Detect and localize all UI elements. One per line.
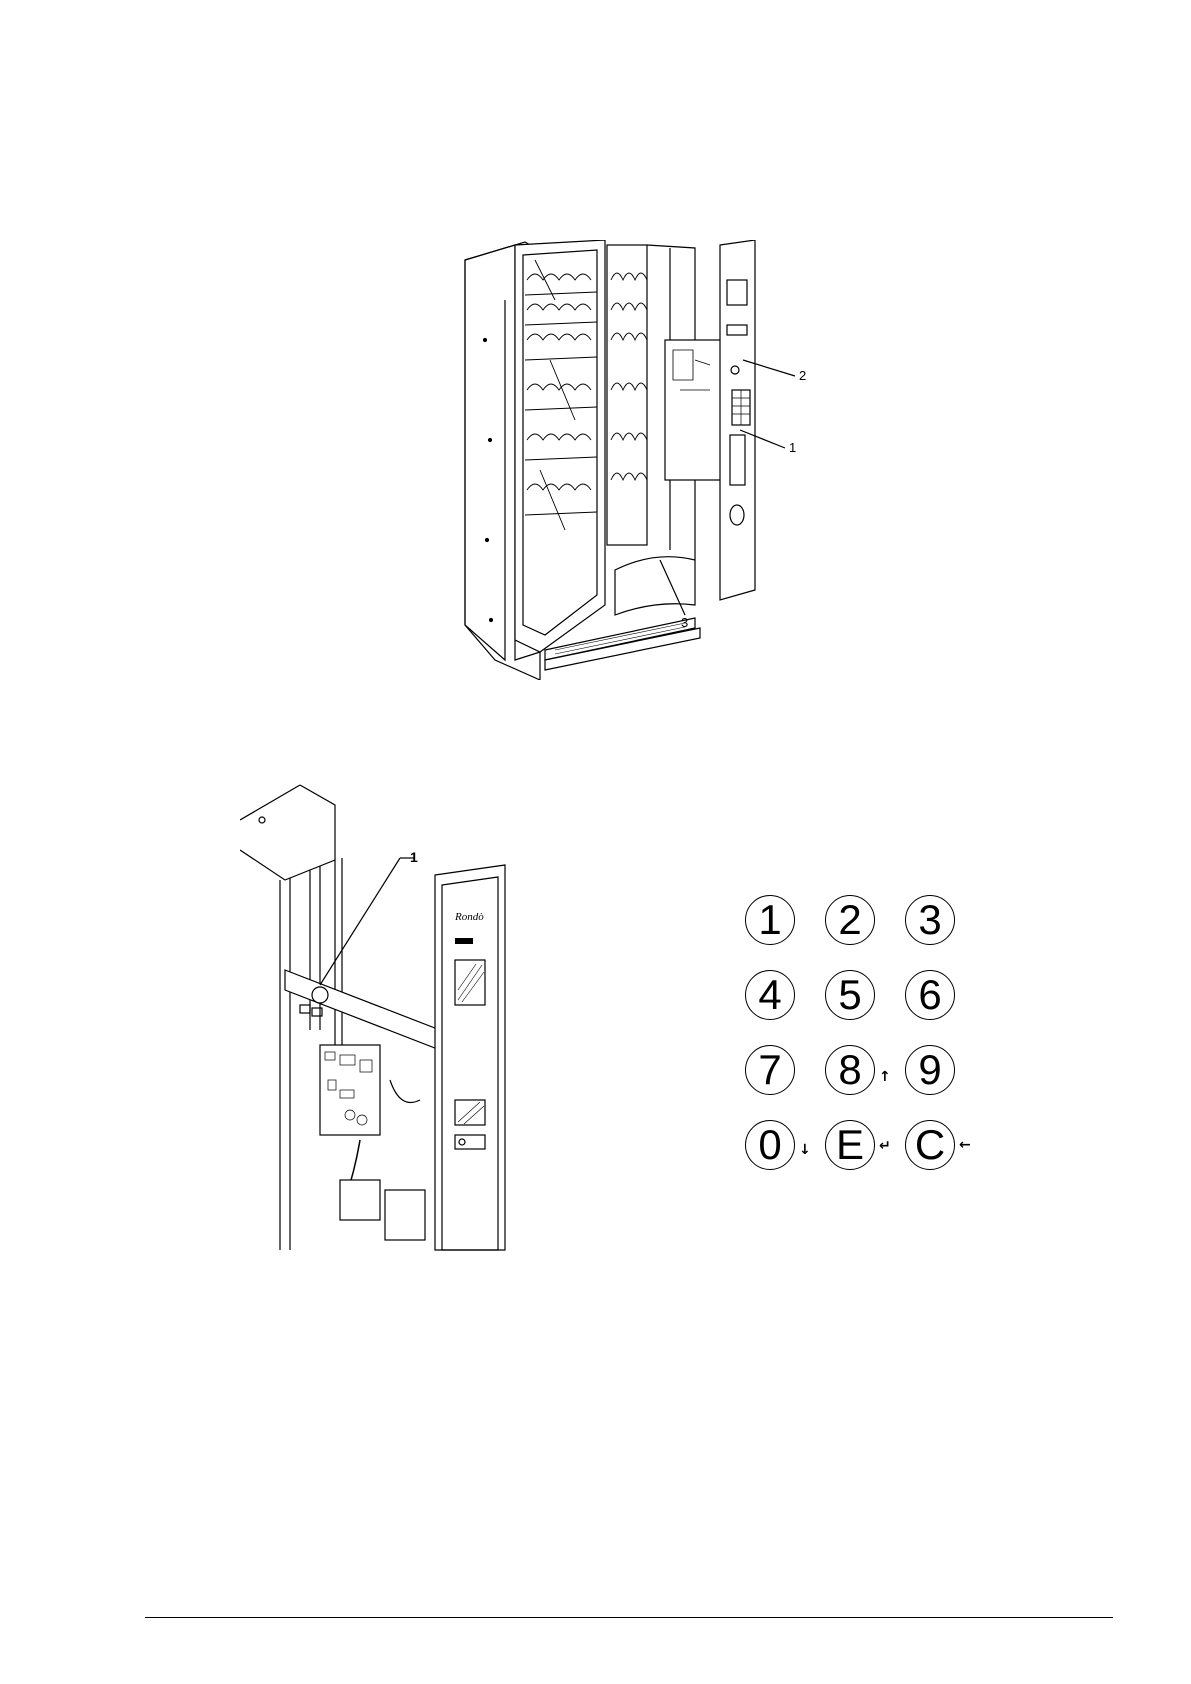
key-1[interactable]: 1 [745, 895, 795, 945]
key-6[interactable]: 6 [905, 970, 955, 1020]
callout-1: 1 [789, 440, 796, 455]
key-7[interactable]: 7 [745, 1045, 795, 1095]
up-arrow-icon: ↑ [879, 1070, 891, 1084]
left-arrow-icon: ← [959, 1138, 971, 1152]
callout-2: 2 [799, 368, 806, 383]
footer-divider [145, 1617, 1113, 1618]
key-5[interactable]: 5 [825, 970, 875, 1020]
vending-machine-open-illustration: 2 1 3 [455, 240, 855, 680]
down-arrow-icon: ↓ [799, 1143, 811, 1157]
key-c[interactable]: C [905, 1120, 955, 1170]
key-2[interactable]: 2 [825, 895, 875, 945]
key-4[interactable]: 4 [745, 970, 795, 1020]
key-3[interactable]: 3 [905, 895, 955, 945]
key-9[interactable]: 9 [905, 1045, 955, 1095]
brand-text: Rondò [454, 911, 484, 923]
control-panel-detail-illustration: Rondò 1 [240, 780, 560, 1260]
key-8[interactable]: 8 [825, 1045, 875, 1095]
callout-3: 3 [681, 615, 688, 630]
key-e[interactable]: E [825, 1120, 875, 1170]
enter-arrow-icon: ↵ [879, 1139, 891, 1153]
key-0[interactable]: 0 [745, 1120, 795, 1170]
callout-1: 1 [410, 849, 418, 865]
keypad-diagram: 1 2 3 4 5 6 7 8 ↑ 9 0 ↓ E ↵ C ← [745, 895, 985, 1175]
